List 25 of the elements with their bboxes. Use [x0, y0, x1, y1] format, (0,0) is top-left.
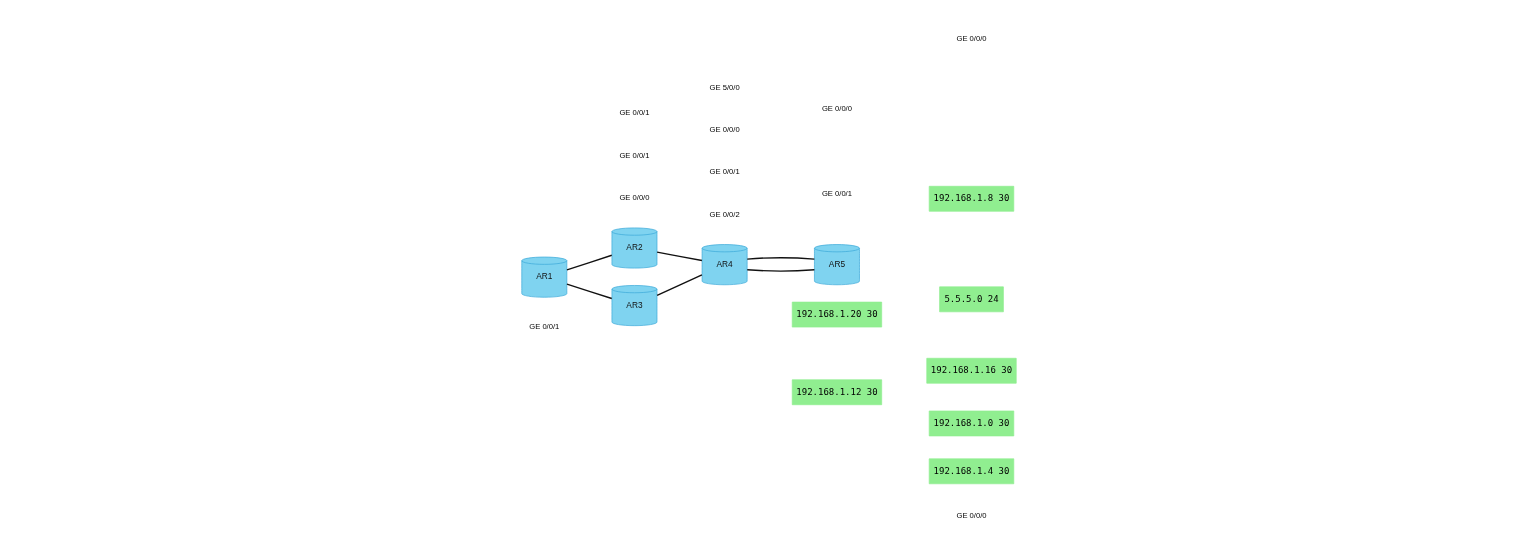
label: GE 0/0/0 [709, 125, 740, 135]
label: GE 0/0/0 [956, 511, 987, 521]
label: GE 0/0/1 [619, 108, 650, 118]
label: GE 0/0/1 [709, 167, 740, 177]
connector [566, 283, 613, 300]
node-box: 192.168.1.4 30 [928, 458, 1015, 485]
label: GE 0/0/1 [821, 188, 852, 198]
node-box: 192.168.1.8 30 [928, 185, 1015, 212]
node-box: 192.168.1.12 30 [791, 379, 883, 406]
connector [566, 254, 613, 271]
node-box: 5.5.5.0 24 [939, 286, 1004, 313]
connector [746, 257, 816, 260]
node-box: 192.168.1.20 30 [791, 301, 883, 328]
node-box: 192.168.1.0 30 [928, 410, 1015, 437]
connector [656, 274, 703, 297]
label: GE 0/0/0 [821, 104, 852, 114]
connector [746, 269, 816, 272]
connector [656, 251, 703, 262]
label: GE 0/0/0 [619, 193, 650, 203]
label: GE 0/0/1 [619, 150, 650, 160]
label: GE 0/0/0 [956, 34, 987, 44]
label: GE 0/0/1 [529, 322, 560, 332]
label: GE 0/0/2 [709, 209, 740, 219]
label: GE 5/0/0 [709, 82, 740, 92]
node-box: 192.168.1.16 30 [926, 357, 1017, 384]
